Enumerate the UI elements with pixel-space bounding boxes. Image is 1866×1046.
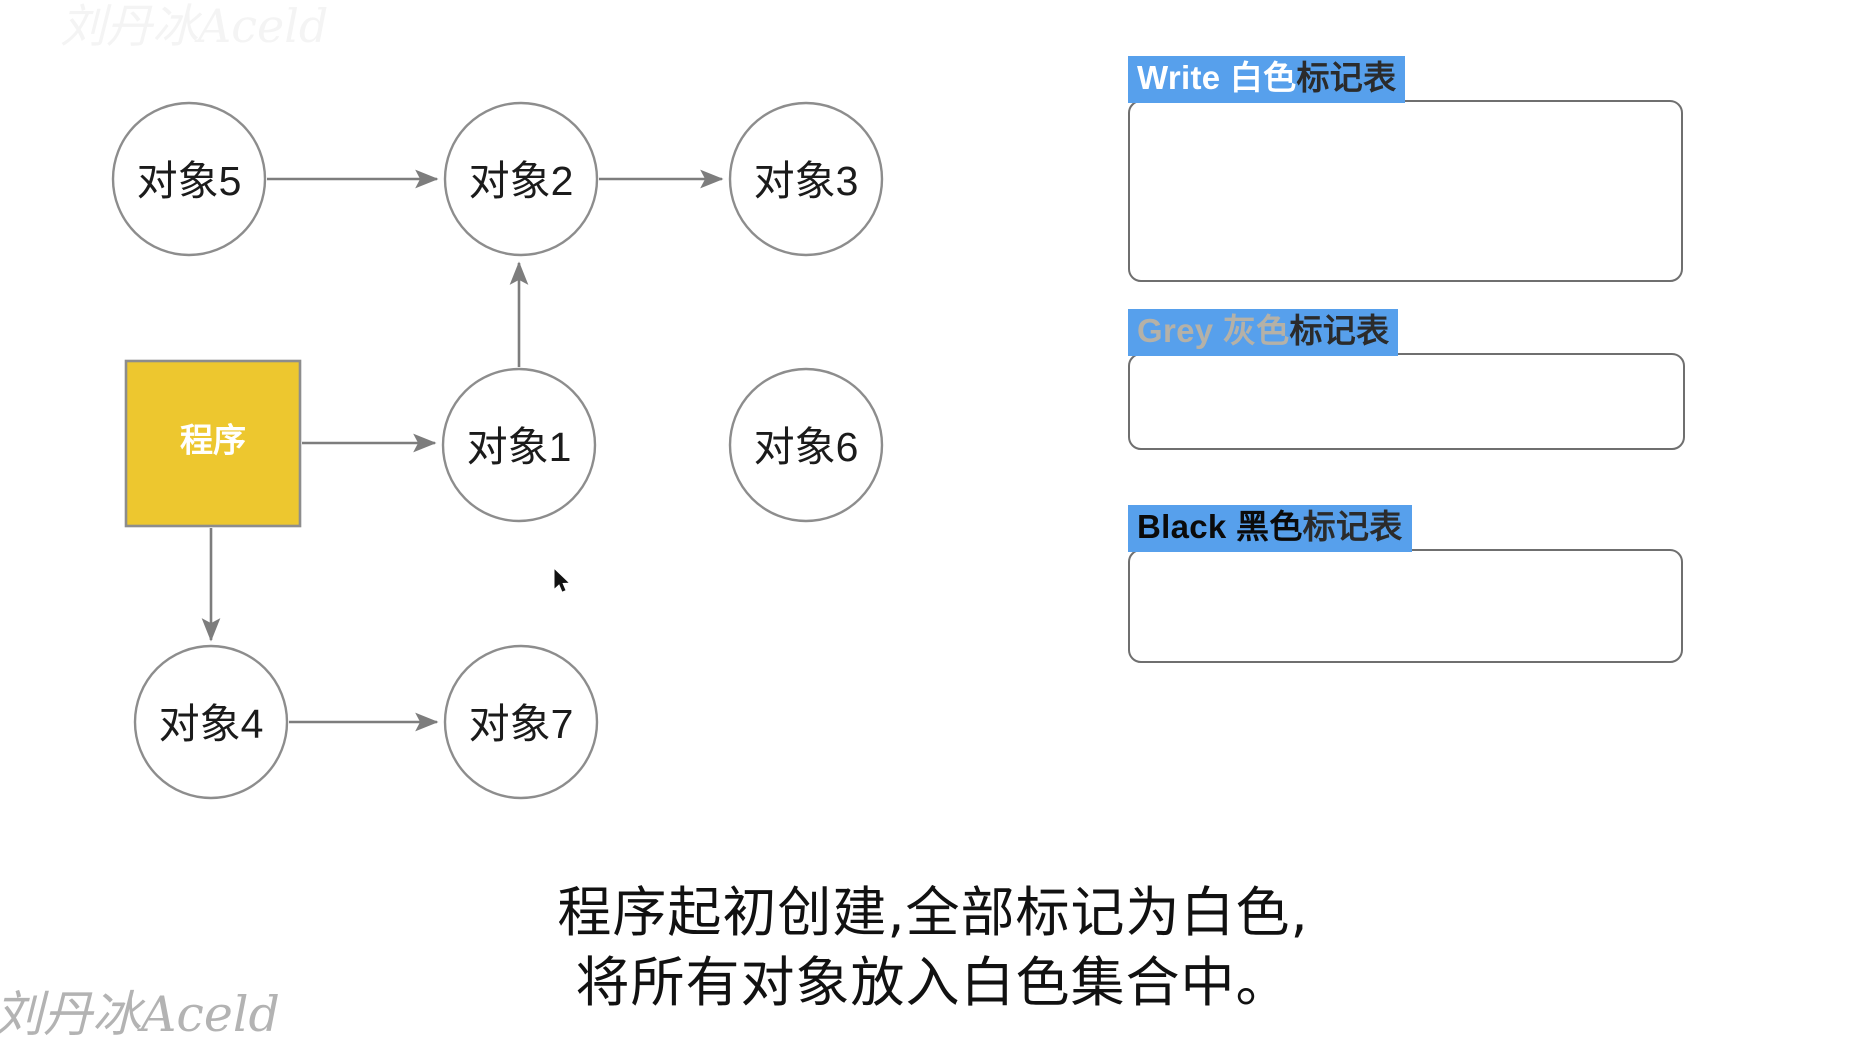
node-circle-obj4[interactable] (133, 644, 289, 800)
node-label-obj1: 对象1 (467, 424, 572, 470)
node-circle-obj6[interactable] (728, 367, 884, 523)
mark-table-white-name: Write 白色 (1137, 59, 1297, 96)
mark-table-white-suffix: 标记表 (1296, 59, 1397, 96)
mark-table-grey: Grey 灰色标记表 (1128, 308, 1708, 450)
node-circle-obj2[interactable] (443, 101, 599, 257)
node-circle-obj1[interactable] (441, 367, 597, 523)
node-label-obj6: 对象6 (754, 424, 859, 470)
mark-table-white: Write 白色标记表 (1128, 56, 1708, 282)
graph-node-obj4[interactable]: 对象4 (133, 644, 289, 800)
caption-line-2: 将所有对象放入白色集合中。 (575, 951, 1291, 1015)
node-circle-obj3[interactable] (728, 101, 884, 257)
mouse-cursor-icon (554, 569, 569, 592)
mark-table-black-title: Black 黑色标记表 (1128, 504, 1412, 552)
graph-node-obj5[interactable]: 对象5 (111, 101, 267, 257)
caption-line-1: 程序起初创建,全部标记为白色, (557, 881, 1309, 944)
graph-node-obj6[interactable]: 对象6 (728, 367, 884, 523)
mark-tables-panel: Write 白色标记表 Grey 灰色标记表 Black 黑色标记表 (1128, 56, 1708, 663)
graph-edges (201, 169, 724, 732)
mark-table-black-name: Black 黑色 (1137, 507, 1303, 545)
mark-table-black-suffix: 标记表 (1302, 507, 1403, 545)
graph-node-obj7[interactable]: 对象7 (443, 644, 599, 800)
graph-node-obj2[interactable]: 对象2 (443, 101, 599, 257)
node-label-obj5: 对象5 (137, 158, 242, 204)
mark-table-grey-box[interactable] (1128, 352, 1685, 450)
mark-table-white-title: Write 白色标记表 (1128, 56, 1406, 103)
mark-table-grey-name: Grey 灰色 (1137, 311, 1290, 349)
node-label-obj7: 对象7 (469, 701, 574, 747)
mark-table-black: Black 黑色标记表 (1128, 504, 1708, 663)
program-box[interactable] (124, 359, 302, 528)
mark-table-white-box[interactable] (1128, 99, 1683, 282)
watermark-top: 刘丹冰Aceld (60, 0, 329, 53)
graph-node-obj3[interactable]: 对象3 (728, 101, 884, 257)
mark-table-grey-suffix: 标记表 (1289, 311, 1390, 349)
node-label-obj4: 对象4 (159, 701, 264, 747)
node-label-obj2: 对象2 (469, 158, 574, 204)
program-node[interactable]: 程序 (124, 359, 302, 528)
graph-node-obj1[interactable]: 对象1 (441, 367, 597, 523)
watermark-bottom: 刘丹冰Aceld (0, 986, 280, 1043)
node-label-obj3: 对象3 (754, 158, 859, 204)
object-reference-graph: 程序 对象5 对象2 对象3 对象1 对象6 对象4 对象7 (111, 101, 884, 800)
mark-table-grey-title: Grey 灰色标记表 (1128, 308, 1399, 356)
program-label: 程序 (180, 422, 246, 459)
mark-table-black-box[interactable] (1128, 548, 1683, 663)
node-circle-obj7[interactable] (443, 644, 599, 800)
caption: 程序起初创建,全部标记为白色, 将所有对象放入白色集合中。 (0, 878, 1866, 1018)
node-circle-obj5[interactable] (111, 101, 267, 257)
